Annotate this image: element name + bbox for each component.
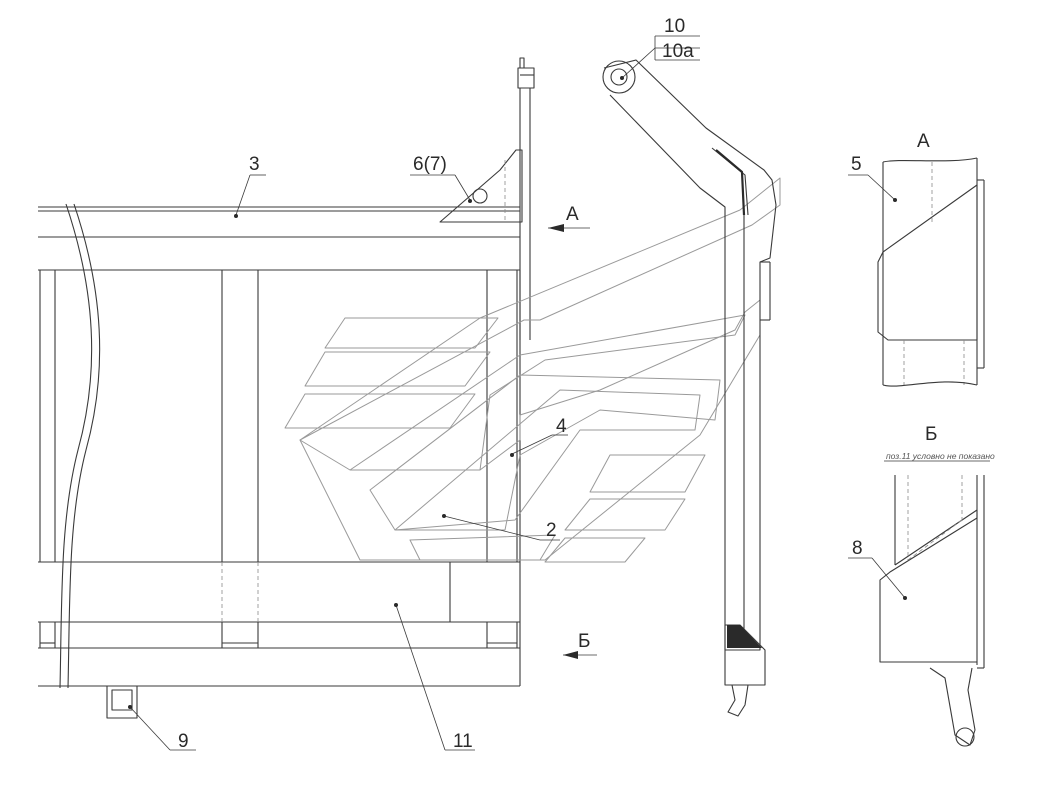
hook-9: [106, 685, 138, 719]
callout-view-b-arrow: Б: [578, 631, 590, 652]
break-line: [59, 203, 101, 689]
callout-labels: 3 6(7) А 4 2 Б 9 11 10 10а А 5 Б поз.11 …: [178, 16, 995, 752]
flap-panel: [284, 177, 781, 563]
leaders: [128, 35, 990, 751]
callout-10: 10: [664, 16, 685, 37]
view-a-title: А: [917, 131, 930, 152]
callout-2: 2: [546, 520, 557, 541]
callout-view-a-arrow: А: [566, 204, 579, 225]
view-arrows: [548, 224, 597, 659]
callout-9: 9: [178, 731, 189, 752]
callout-11: 11: [453, 731, 473, 752]
view-b-title: Б: [925, 424, 937, 445]
view-b-note: поз.11 условно не показано: [886, 451, 995, 461]
callout-4: 4: [556, 416, 567, 437]
top-beam: [38, 206, 520, 271]
bracket-6-7: [439, 149, 523, 223]
view-b-callout-8: 8: [852, 538, 863, 559]
callout-10a: 10а: [662, 41, 694, 62]
callout-6-7: 6(7): [413, 154, 447, 175]
lever-arm: [602, 59, 777, 717]
main-frame: [38, 57, 535, 719]
lower-frame: [38, 270, 521, 687]
view-b-detail: [879, 475, 985, 747]
vertical-posts: [39, 270, 518, 562]
callout-3: 3: [249, 154, 260, 175]
view-a-detail: [877, 157, 985, 387]
view-a-callout-5: 5: [851, 154, 862, 175]
right-post: [517, 57, 535, 340]
lower-post-stubs: [39, 622, 518, 648]
